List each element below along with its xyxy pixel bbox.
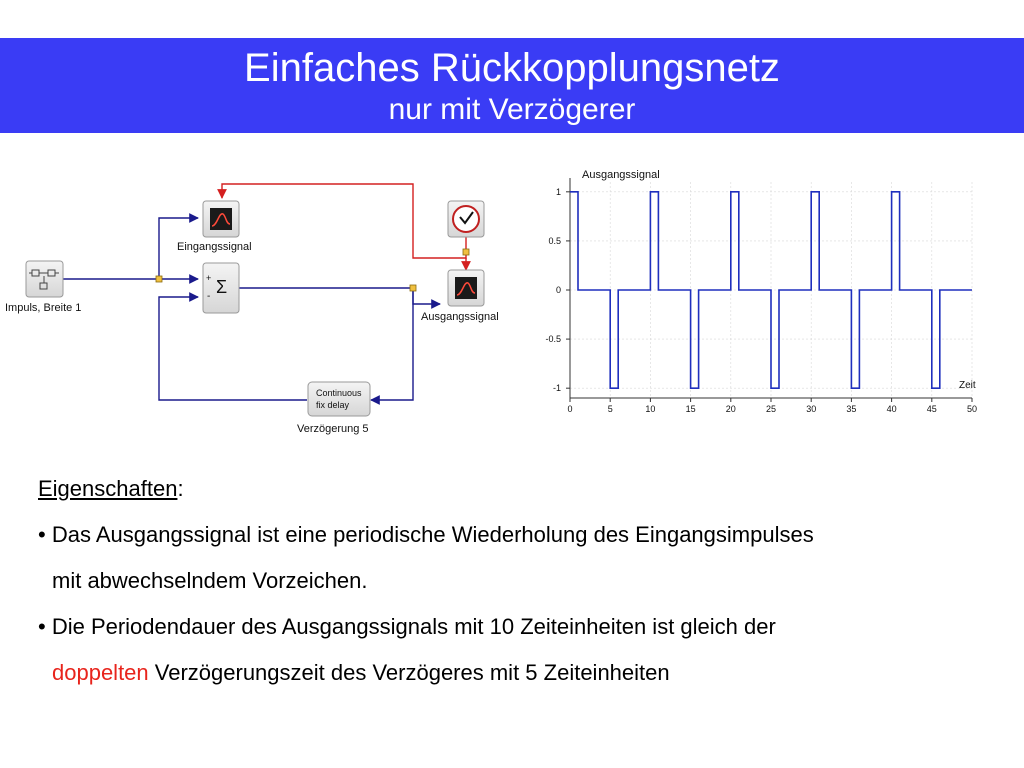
delay-block[interactable]: Continuous fix delay: [307, 381, 371, 417]
split-point-input: [155, 275, 163, 283]
output-scope-block[interactable]: [447, 269, 485, 307]
chart-title: Ausgangssignal: [582, 169, 660, 181]
y-tick-label: 0: [556, 285, 561, 295]
properties-heading-text: Eigenschaften: [38, 476, 178, 501]
scope-icon: [210, 208, 232, 230]
input-scope-block[interactable]: [202, 200, 240, 238]
source-label: Impuls, Breite 1: [5, 302, 81, 314]
x-tick-label: 40: [887, 404, 897, 414]
bullet-1-line-1: • Das Ausgangssignal ist eine periodisch…: [38, 522, 814, 547]
y-tick-label: -1: [553, 383, 561, 393]
highlight-doppelten: doppelten: [52, 660, 149, 685]
subsystem-icon: [29, 269, 59, 290]
title-banner: Einfaches Rückkopplungsnetz nur mit Verz…: [0, 38, 1024, 133]
slide-subtitle: nur mit Verzögerer: [388, 93, 636, 126]
x-tick-label: 50: [967, 404, 977, 414]
block-diagram: Impuls, Breite 1 Eingangssignal + - Σ Au…: [5, 183, 499, 435]
output-scope-label: Ausgangssignal: [421, 311, 499, 323]
pulse-source-block[interactable]: [25, 260, 64, 298]
x-tick-label: 30: [806, 404, 816, 414]
x-tick-label: 5: [608, 404, 613, 414]
clock-wire: [217, 183, 467, 259]
properties-heading-colon: :: [177, 476, 184, 501]
signal-wires: [63, 213, 441, 405]
x-tick-label: 45: [927, 404, 937, 414]
delay-label-line2: fix delay: [316, 400, 350, 410]
chart-axes: 0 5 10 15 20 25 30 35 40 45 50 1 0.5 0 -0.5 -1: [545, 178, 977, 414]
split-point-output: [409, 284, 417, 292]
bullet-2-rest: Verzögerungszeit des Verzögeres mit 5 Ze…: [148, 660, 670, 685]
output-signal-chart: 0 5 10 15 20 25 30 35 40 45 50 1 0.5 0 -0.5 -1 Ausgangs…: [545, 169, 977, 414]
sum-block[interactable]: + - Σ: [202, 262, 240, 314]
x-tick-label: 20: [726, 404, 736, 414]
bullet-2-line-2: doppelten Verzögerungszeit des Verzögere…: [38, 656, 998, 702]
series-line: [570, 190, 972, 389]
bullet-2-line-1: • Die Periodendauer des Ausgangssignals …: [38, 614, 776, 639]
bullet-1-line-2: mit abwechselndem Vorzeichen.: [52, 568, 368, 593]
y-tick-label: 0.5: [548, 236, 561, 246]
clock-icon: [452, 205, 480, 233]
y-tick-label: -0.5: [545, 334, 561, 344]
delay-label-line1: Continuous: [316, 388, 362, 398]
chart-xlabel: Zeit: [959, 380, 976, 391]
chart-series: [570, 190, 972, 389]
wire-output-to-delay: [370, 288, 414, 405]
scope-icon: [455, 277, 477, 299]
wire-delay-to-sum: [158, 292, 307, 401]
x-tick-label: 35: [846, 404, 856, 414]
sigma-icon: Σ: [216, 277, 227, 297]
delay-caption: Verzögerung 5: [297, 423, 369, 435]
clock-block[interactable]: [447, 200, 485, 238]
split-point-clock: [462, 248, 470, 256]
properties-heading: Eigenschaften:: [38, 472, 998, 518]
y-tick-label: 1: [556, 187, 561, 197]
x-tick-label: 15: [686, 404, 696, 414]
input-scope-label: Eingangssignal: [177, 241, 252, 253]
properties-section: Eigenschaften: • Das Ausgangssignal ist …: [38, 472, 998, 702]
sum-minus-sign: -: [207, 291, 210, 302]
wire-split-to-input-scope: [158, 213, 199, 279]
slide-title: Einfaches Rückkopplungsnetz: [244, 46, 780, 90]
x-tick-label: 10: [645, 404, 655, 414]
x-tick-label: 25: [766, 404, 776, 414]
x-tick-label: 0: [567, 404, 572, 414]
sum-plus-sign: +: [206, 273, 211, 283]
